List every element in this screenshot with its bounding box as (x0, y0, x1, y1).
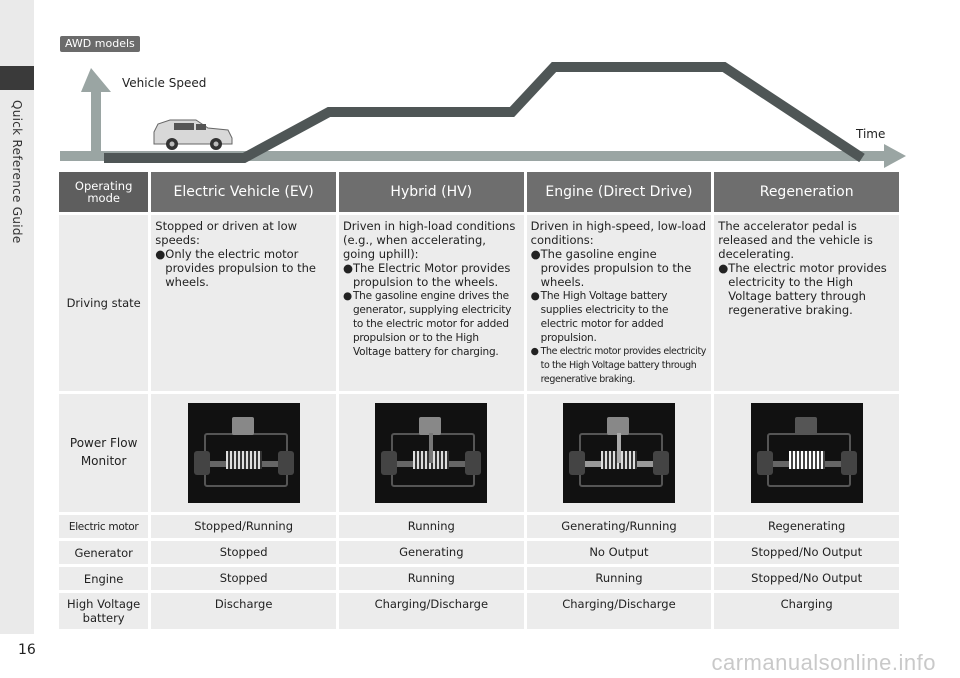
header-hv: Hybrid (HV) (338, 172, 524, 212)
power-flow-row: Power Flow Monitor (59, 394, 899, 512)
time-label: Time (856, 127, 886, 141)
sidebar-label: Quick Reference Guide (10, 100, 24, 244)
power-flow-label: Power Flow Monitor (59, 394, 149, 512)
power-flow-monitor-image (375, 403, 488, 503)
header-operating-mode: Operating mode (59, 172, 149, 212)
footer (0, 634, 960, 678)
table-cell: Running (338, 567, 524, 590)
power-flow-monitor-image (750, 403, 863, 503)
sidebar-tab (0, 66, 34, 90)
power-flow-regen (714, 394, 899, 512)
speed-diagram-svg (60, 62, 906, 168)
table-cell: Stopped (151, 567, 336, 590)
table-row: Engine Stopped Running Running Stopped/N… (59, 567, 899, 590)
table-row: Generator Stopped Generating No Output S… (59, 541, 899, 564)
table-row: Electric motor Stopped/Running Running G… (59, 515, 899, 538)
header-regen: Regeneration (714, 172, 899, 212)
table-cell: Running (338, 515, 524, 538)
table-cell: Generating/Running (526, 515, 712, 538)
ev-intro: Stopped or driven at low speeds: (155, 219, 298, 247)
driving-state-hv: Driven in high-load conditions (e.g., wh… (338, 215, 524, 391)
power-flow-monitor-image (562, 403, 675, 503)
watermark: carmanualsonline.info (711, 650, 936, 675)
power-flow-hv (338, 394, 524, 512)
driving-state-engine: Driven in high-speed, low-load condition… (526, 215, 712, 391)
x-axis-arrow (60, 144, 906, 168)
engine-bullet: ●The High Voltage battery supplies elect… (530, 290, 669, 344)
driving-state-label: Driving state (59, 215, 149, 391)
car-icon (153, 119, 233, 150)
row-label: Engine (59, 567, 149, 590)
hv-intro: Driven in high-load conditions (e.g., wh… (342, 219, 516, 261)
sidebar: Quick Reference Guide (0, 0, 34, 634)
table-cell: Charging (714, 593, 899, 629)
table-row: High Voltage battery Discharge Charging/… (59, 593, 899, 629)
table-cell: Generating (338, 541, 524, 564)
header-ev: Electric Vehicle (EV) (151, 172, 336, 212)
page-number: 16 (18, 642, 36, 658)
table-cell: Stopped/Running (151, 515, 336, 538)
table-cell: No Output (526, 541, 712, 564)
row-label: Electric motor (59, 515, 149, 538)
power-flow-ev (151, 394, 336, 512)
hv-bullet: ●The gasoline engine drives the generato… (342, 290, 512, 358)
ev-bullet: ●Only the electric motor provides propul… (155, 247, 316, 289)
engine-intro: Driven in high-speed, low-load condition… (530, 219, 707, 247)
speed-diagram: Vehicle Speed Time (34, 50, 960, 174)
awd-badge: AWD models (60, 36, 140, 52)
header-engine: Engine (Direct Drive) (526, 172, 712, 212)
table-cell: Regenerating (714, 515, 899, 538)
operating-mode-table: Operating mode Electric Vehicle (EV) Hyb… (59, 169, 902, 632)
header-row: Operating mode Electric Vehicle (EV) Hyb… (59, 172, 899, 212)
driving-state-row: Driving state Stopped or driven at low s… (59, 215, 899, 391)
driving-state-ev: Stopped or driven at low speeds: ●Only t… (151, 215, 336, 391)
power-flow-monitor-image (187, 403, 300, 503)
power-flow-engine (526, 394, 712, 512)
row-label: High Voltage battery (59, 593, 149, 629)
y-axis-arrow (81, 68, 111, 156)
table-cell: Discharge (151, 593, 336, 629)
regen-intro: The accelerator pedal is released and th… (718, 219, 873, 261)
table-cell: Stopped/No Output (714, 567, 899, 590)
engine-bullet: ●The electric motor provides electricity… (530, 346, 707, 385)
driving-state-regen: The accelerator pedal is released and th… (714, 215, 899, 391)
table-cell: Charging/Discharge (338, 593, 524, 629)
engine-bullet: ●The gasoline engine provides propulsion… (530, 247, 692, 289)
row-label: Generator (59, 541, 149, 564)
regen-bullet: ●The electric motor provides electricity… (718, 261, 887, 317)
table-cell: Running (526, 567, 712, 590)
table-cell: Stopped/No Output (714, 541, 899, 564)
speed-profile-line (104, 62, 865, 163)
vehicle-speed-label: Vehicle Speed (122, 76, 207, 90)
table-cell: Charging/Discharge (526, 593, 712, 629)
hv-bullet: ●The Electric Motor provides propulsion … (342, 261, 511, 289)
table-cell: Stopped (151, 541, 336, 564)
